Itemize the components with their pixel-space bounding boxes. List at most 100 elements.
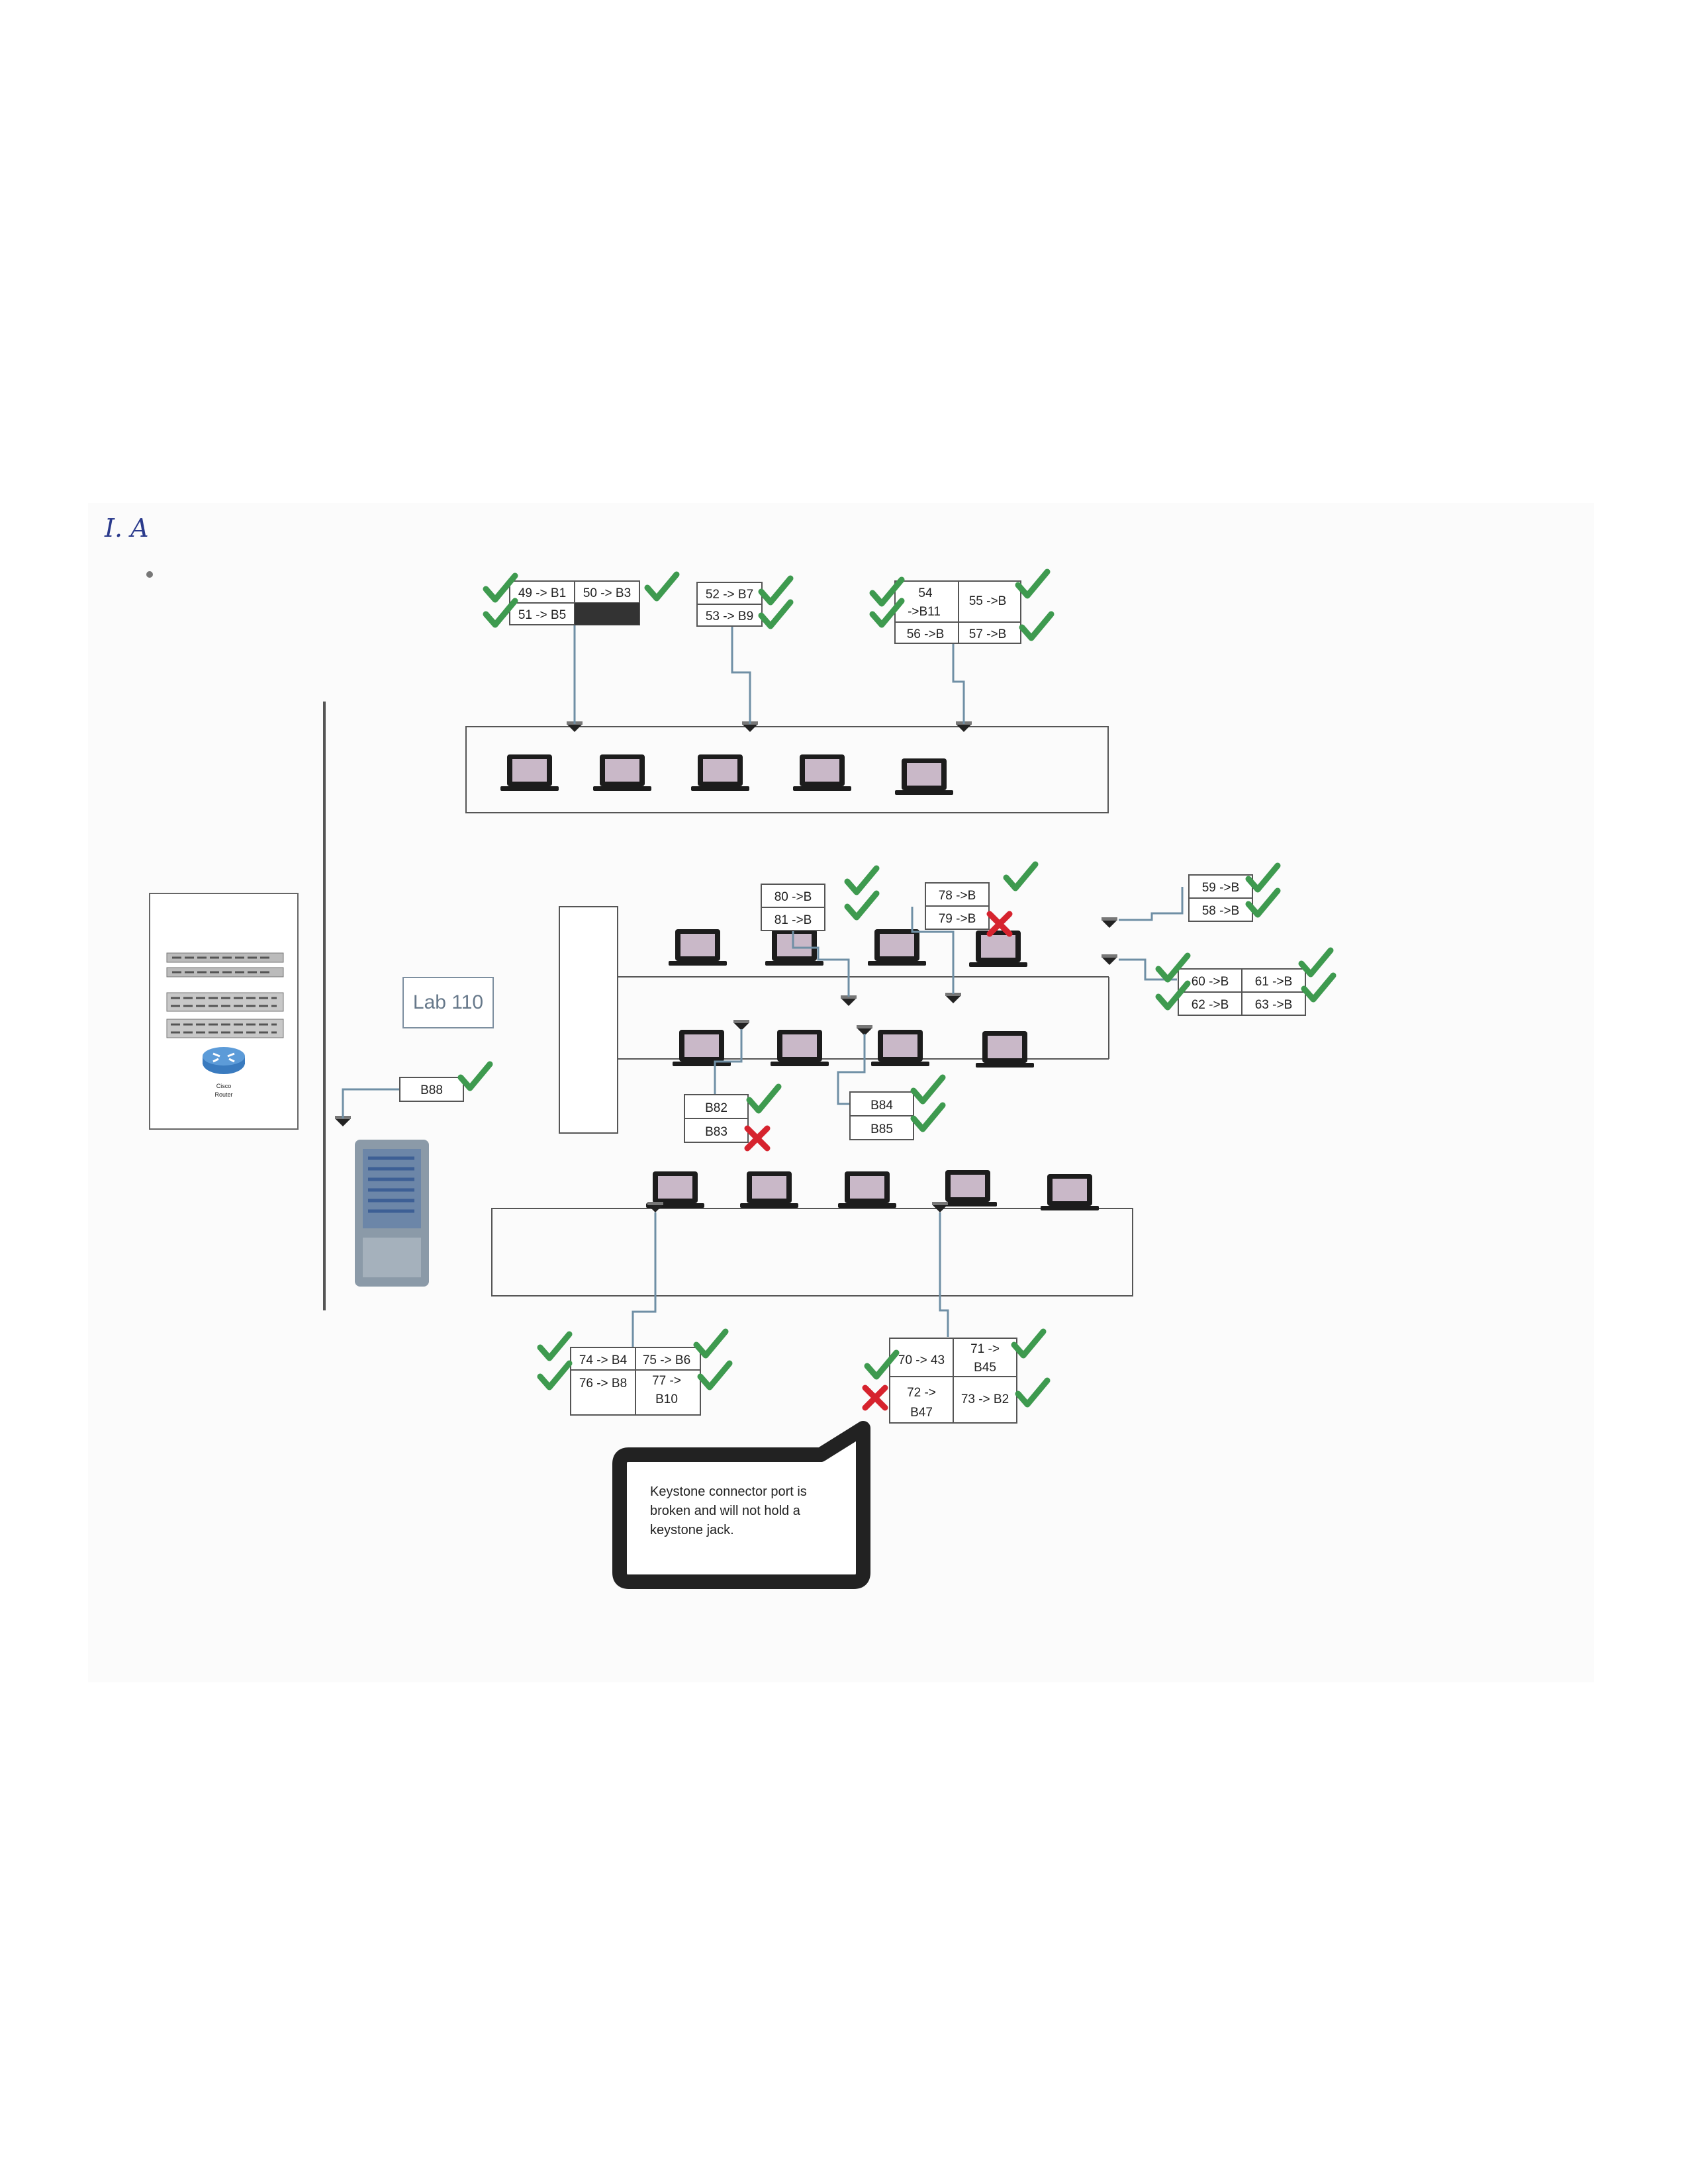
check-icon	[869, 598, 905, 628]
check-icon	[537, 1331, 573, 1361]
port-label: 62 ->B	[1192, 998, 1229, 1012]
port-label: 56 ->B	[907, 627, 945, 641]
check-icon	[758, 599, 794, 629]
router-icon	[203, 1047, 245, 1074]
check-icon	[910, 1102, 946, 1132]
port-label: 81 ->B	[774, 913, 812, 927]
port-label: ->B11	[908, 605, 941, 619]
laptop-icon	[793, 754, 851, 791]
cable-link	[632, 1212, 657, 1349]
check-icon	[1003, 861, 1039, 891]
port-label: B45	[974, 1361, 996, 1375]
rack-patch-panel	[166, 952, 284, 1038]
check-icon	[457, 1061, 493, 1091]
port-label: 77 ->	[652, 1374, 681, 1388]
port-label: B88	[420, 1083, 443, 1097]
port-label: 55 ->B	[969, 594, 1007, 608]
check-icon	[1015, 569, 1051, 599]
port-label: 50 -> B3	[583, 586, 631, 600]
port-label: B47	[910, 1406, 933, 1420]
check-icon	[644, 571, 680, 602]
laptop-icon	[939, 1170, 997, 1206]
laptop-icon	[691, 754, 749, 791]
access-point-image	[355, 1140, 429, 1287]
check-icon	[483, 598, 518, 628]
top-cable-run	[465, 726, 1109, 813]
cross-icon	[986, 911, 1013, 937]
cable-link	[939, 1212, 949, 1337]
port-label: 52 -> B7	[706, 588, 753, 602]
check-icon	[1301, 972, 1336, 1003]
port-label: B83	[705, 1125, 727, 1139]
port-label: 57 ->B	[969, 627, 1007, 641]
cable-link	[837, 1034, 866, 1105]
port-label: 61 ->B	[1255, 975, 1293, 989]
laptop-icon	[646, 1171, 704, 1208]
cable-link	[342, 1088, 400, 1118]
wall-jack-icon	[647, 1202, 663, 1212]
laptop-icon	[1041, 1174, 1099, 1210]
check-icon	[483, 572, 518, 603]
port-label: 49 -> B1	[518, 586, 566, 600]
laptop-icon	[871, 1030, 929, 1066]
cable-link	[792, 919, 850, 997]
port-label: 70 -> 43	[898, 1353, 945, 1367]
cross-icon	[744, 1125, 771, 1152]
router-caption-1: Cisco	[216, 1083, 232, 1089]
laptop-icon	[673, 1030, 731, 1066]
laptop-icon	[895, 758, 953, 795]
check-icon	[537, 1360, 573, 1390]
page-tag: I. A	[105, 514, 149, 543]
check-icon	[1245, 887, 1281, 918]
laptop-icon	[969, 931, 1027, 967]
port-label: 58 ->B	[1202, 904, 1240, 918]
wall-jack-icon	[857, 1025, 872, 1036]
check-icon	[1245, 862, 1281, 893]
port-label: B84	[870, 1099, 893, 1113]
laptop-icon	[976, 1031, 1034, 1068]
check-icon	[1298, 947, 1334, 978]
cable-link	[911, 907, 955, 994]
laptop-icon	[868, 929, 926, 966]
wall-jack-icon	[733, 1020, 749, 1030]
port-label: 74 -> B4	[579, 1353, 628, 1367]
port-label: 79 ->B	[939, 912, 976, 926]
port-label: 72 ->	[907, 1386, 936, 1400]
room-label: Lab 110	[402, 977, 494, 1028]
server-rack: Cisco Router	[149, 893, 299, 1130]
laptop-icon	[771, 1030, 829, 1066]
callout-text: Keystone connector port is broken and wi…	[650, 1484, 807, 1537]
port-label: 75 -> B6	[643, 1353, 690, 1367]
check-icon	[910, 1074, 946, 1105]
cable-link	[714, 1029, 743, 1095]
cable-link	[731, 626, 751, 724]
port-label: 53 -> B9	[706, 610, 753, 623]
laptop-icon	[740, 1171, 798, 1208]
port-label: 51 -> B5	[518, 608, 566, 622]
wall-jack-icon	[841, 995, 857, 1006]
port-label: 59 ->B	[1202, 881, 1240, 895]
port-box-mid-b: 78 ->B 79 ->B	[925, 882, 990, 930]
wall-jack-icon	[932, 1202, 948, 1212]
check-icon	[1019, 611, 1055, 641]
check-icon	[844, 865, 880, 895]
check-icon	[758, 575, 794, 606]
check-icon	[1155, 980, 1191, 1011]
cross-icon	[862, 1385, 888, 1411]
port-label: 80 ->B	[774, 890, 812, 904]
port-label: 71 ->	[970, 1342, 1000, 1356]
callout-bubble	[612, 1421, 870, 1589]
port-label: 76 -> B8	[579, 1377, 627, 1390]
check-icon	[746, 1083, 782, 1114]
cable-link	[1119, 887, 1184, 921]
laptop-icon	[500, 754, 559, 791]
check-icon	[869, 576, 905, 607]
port-label: 78 ->B	[939, 889, 976, 903]
lab-table-block	[559, 906, 618, 1134]
